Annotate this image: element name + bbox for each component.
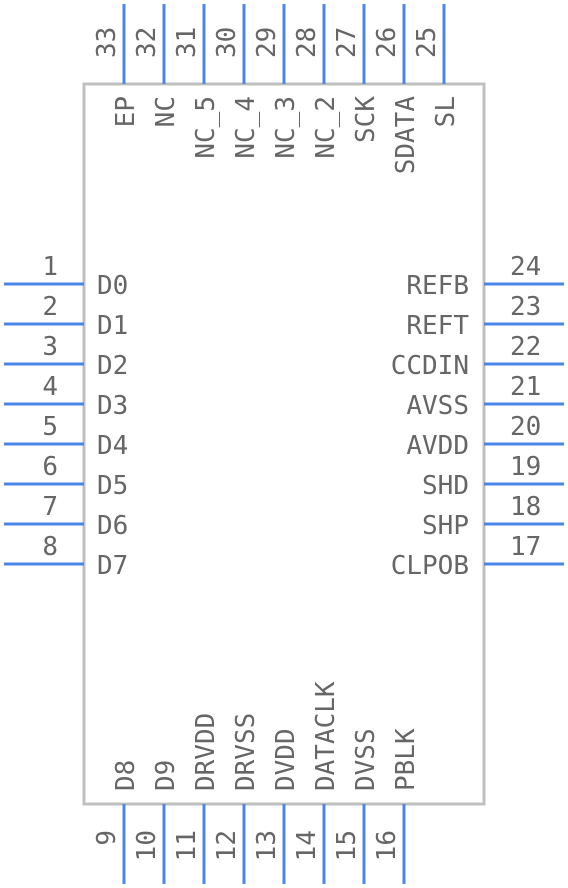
pin-33-label: EP xyxy=(111,96,141,127)
pin-20-label: AVDD xyxy=(406,431,469,461)
pin-13-label: DVDD xyxy=(271,728,301,791)
pin-24-number: 24 xyxy=(510,252,541,282)
pin-30-label: NC_4 xyxy=(231,96,261,159)
pin-21-label: AVSS xyxy=(406,391,469,421)
pin-25-number: 25 xyxy=(412,27,442,58)
pin-31-label: NC_5 xyxy=(191,96,221,159)
pin-28-label: NC_2 xyxy=(311,96,341,159)
pin-16-label: PBLK xyxy=(391,728,421,791)
pin-12-label: DRVSS xyxy=(231,713,261,791)
pin-5-number: 5 xyxy=(42,412,58,442)
pin-15-number: 15 xyxy=(332,830,362,861)
pin-28-number: 28 xyxy=(292,27,322,58)
pin-8-label: D7 xyxy=(97,551,128,581)
pin-16-number: 16 xyxy=(372,830,402,861)
pin-31-number: 31 xyxy=(172,27,202,58)
pin-30-number: 30 xyxy=(212,27,242,58)
pin-22-label: CCDIN xyxy=(391,351,469,381)
pin-4-number: 4 xyxy=(42,372,58,402)
pin-6-number: 6 xyxy=(42,452,58,482)
pin-9-number: 9 xyxy=(92,830,122,846)
ic-body xyxy=(82,82,486,806)
pin-21-number: 21 xyxy=(510,372,541,402)
pin-2-number: 2 xyxy=(42,292,58,322)
pin-10-number: 10 xyxy=(132,830,162,861)
pin-4-label: D3 xyxy=(97,391,128,421)
pin-14-number: 14 xyxy=(292,830,322,861)
pin-29-number: 29 xyxy=(252,27,282,58)
pin-3-number: 3 xyxy=(42,332,58,362)
pin-7-number: 7 xyxy=(42,492,58,522)
pin-6-label: D5 xyxy=(97,471,128,501)
pin-22-number: 22 xyxy=(510,332,541,362)
pin-11-label: DRVDD xyxy=(191,713,221,791)
pin-15-label: DVSS xyxy=(351,728,381,791)
pin-27-number: 27 xyxy=(332,27,362,58)
pin-8-number: 8 xyxy=(42,532,58,562)
pin-13-number: 13 xyxy=(252,830,282,861)
pin-10-label: D9 xyxy=(151,760,181,791)
pin-1-label: D0 xyxy=(97,271,128,301)
pin-32-label: NC xyxy=(151,96,181,127)
pin-18-number: 18 xyxy=(510,492,541,522)
pin-1-number: 1 xyxy=(42,252,58,282)
pin-18-label: SHP xyxy=(422,511,469,541)
pin-3-label: D2 xyxy=(97,351,128,381)
pin-11-number: 11 xyxy=(172,830,202,861)
pin-29-label: NC_3 xyxy=(271,96,301,159)
pin-12-number: 12 xyxy=(212,830,242,861)
pin-26-label: SDATA xyxy=(391,96,421,175)
pin-24-label: REFB xyxy=(406,271,469,301)
pin-7-label: D6 xyxy=(97,511,128,541)
pin-17-number: 17 xyxy=(510,532,541,562)
pin-23-number: 23 xyxy=(510,292,541,322)
pin-5-label: D4 xyxy=(97,431,128,461)
pin-25-label: SL xyxy=(431,96,461,127)
pin-19-number: 19 xyxy=(510,452,541,482)
pin-2-label: D1 xyxy=(97,311,128,341)
pin-17-label: CLPOB xyxy=(391,551,469,581)
pin-23-label: REFT xyxy=(406,311,469,341)
pin-26-number: 26 xyxy=(372,27,402,58)
pin-32-number: 32 xyxy=(132,27,162,58)
pin-9-label: D8 xyxy=(111,760,141,791)
pin-14-label: DATACLK xyxy=(311,681,341,791)
pin-27-label: SCK xyxy=(351,96,381,143)
pin-20-number: 20 xyxy=(510,412,541,442)
pin-19-label: SHD xyxy=(422,471,469,501)
pin-33-number: 33 xyxy=(92,27,122,58)
